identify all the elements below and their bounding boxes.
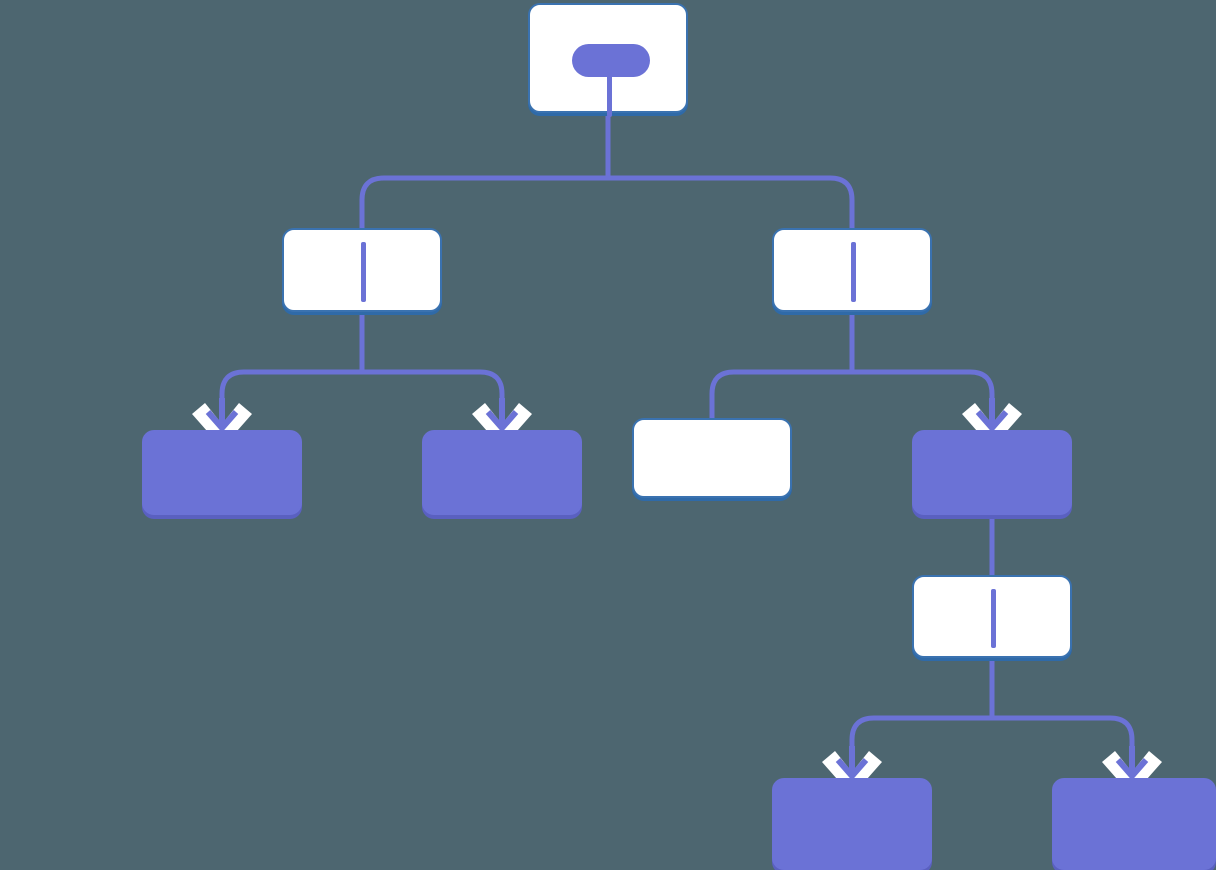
edge-n4-to-n5a	[849, 715, 992, 780]
edge-n4-to-n5b	[992, 715, 1135, 780]
n4-pass-through-line	[991, 589, 996, 648]
n2b-pass-through-line	[851, 242, 856, 302]
node-n4[interactable]	[912, 575, 1072, 658]
node-n5a[interactable]	[772, 778, 932, 870]
edge-n2b-to-n3d	[852, 369, 995, 432]
node-n2b[interactable]	[772, 228, 932, 312]
edge-n2a-to-n3b	[362, 369, 505, 432]
node-n3d[interactable]	[912, 430, 1072, 515]
edge-root-to-n2b	[608, 175, 855, 228]
edge-root-to-n2a	[359, 175, 608, 228]
node-n2a[interactable]	[282, 228, 442, 312]
edge-n2a-to-n3a	[219, 369, 362, 432]
node-n3a[interactable]	[142, 430, 302, 515]
n2a-pass-through-line	[361, 242, 366, 302]
node-n3b[interactable]	[422, 430, 582, 515]
root-stem-icon	[607, 71, 612, 117]
node-n5b[interactable]	[1052, 778, 1216, 870]
node-n3c[interactable]	[632, 418, 792, 498]
edge-n2b-to-n3c	[709, 369, 852, 420]
node-root[interactable]	[528, 3, 688, 117]
